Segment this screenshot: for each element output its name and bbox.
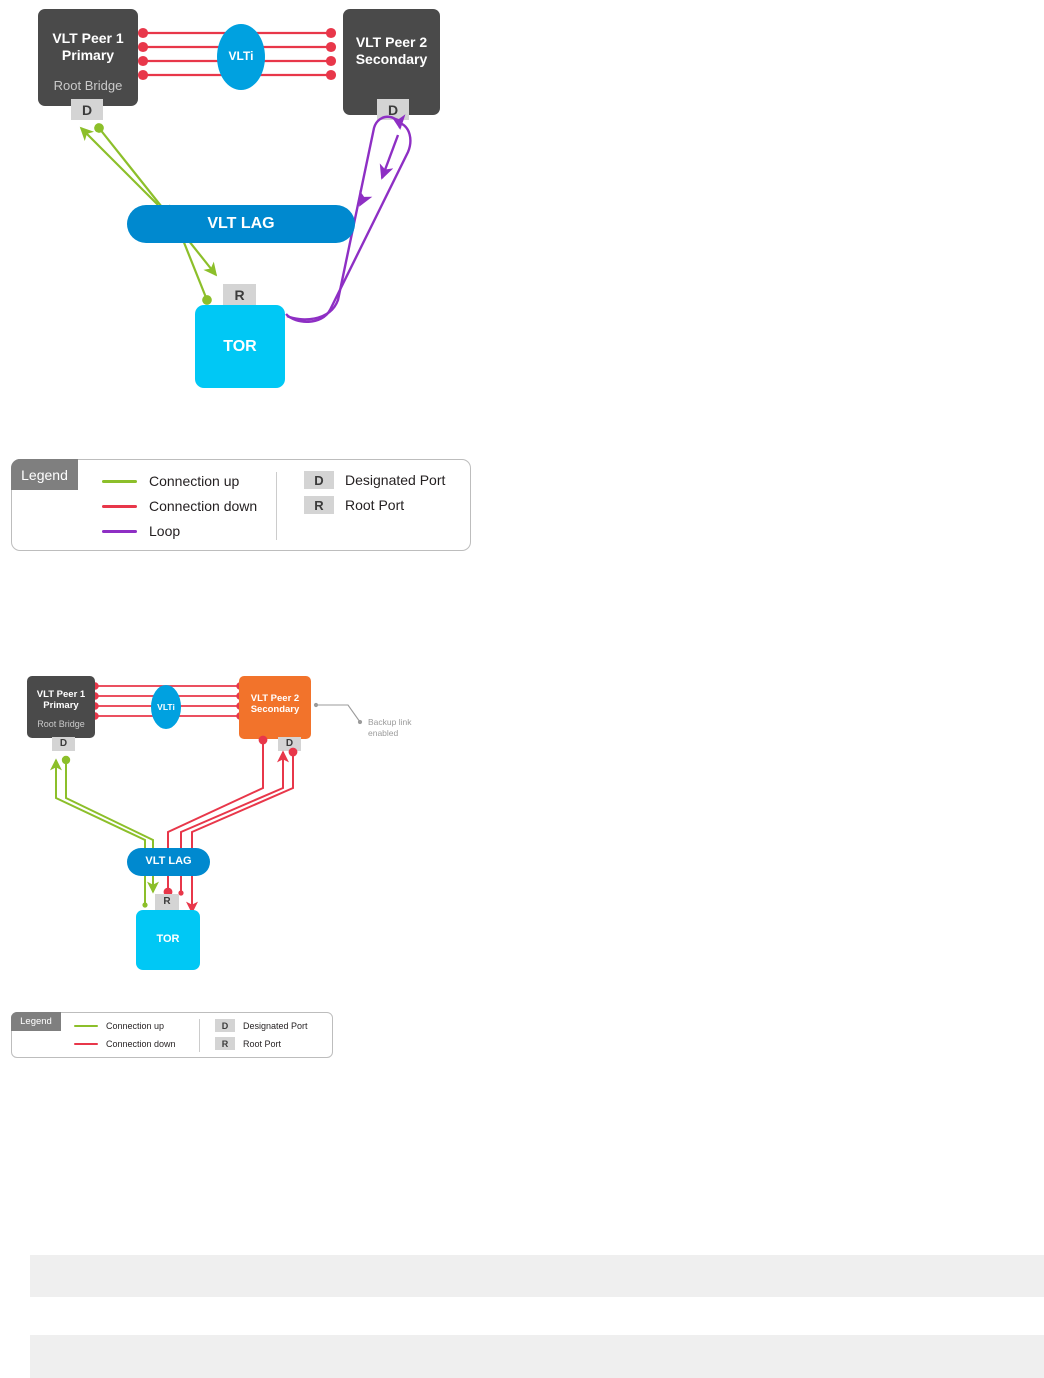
legend2-row-connection-down: Connection down xyxy=(74,1039,176,1049)
port-badge2-tor-r xyxy=(155,894,179,910)
swatch-loop xyxy=(102,529,137,533)
legend1-divider xyxy=(276,472,277,540)
connection-up-group-2 xyxy=(50,755,159,904)
port-badge-tor-r xyxy=(223,284,256,306)
content-bar-2 xyxy=(30,1335,1044,1378)
port-badge2-peer1-d xyxy=(52,737,75,751)
legend2-row-root-port: R Root Port xyxy=(215,1037,281,1050)
port-badge-peer1-d xyxy=(71,99,103,120)
legend2-chip-d: D xyxy=(215,1019,235,1032)
loop-path-down xyxy=(285,121,412,323)
tor-port-r-text-2: R xyxy=(163,896,171,907)
red2-lag-dot-2 xyxy=(178,890,184,896)
legend1-chip-r: R xyxy=(304,496,334,514)
peer1-subtitle-2: Root Bridge xyxy=(37,719,85,729)
node-vlt-peer-2 xyxy=(343,9,440,115)
node2-vlt-peer-1 xyxy=(27,676,95,738)
node-vlt-peer-1 xyxy=(38,9,138,106)
legend1-row-loop: Loop xyxy=(102,523,180,539)
backup-link-callout-text: Backup link enabled xyxy=(368,717,412,738)
tor-port-r-text: R xyxy=(234,287,245,303)
green2-tor-dot xyxy=(142,902,148,908)
content-bar-1 xyxy=(30,1255,1044,1297)
legend2-label-designated-port: Designated Port xyxy=(243,1020,308,1031)
node2-tor xyxy=(136,910,200,970)
connection-down-group-2 xyxy=(163,735,298,914)
loop-path-group xyxy=(285,114,412,323)
legend1-row-root-port: R Root Port xyxy=(304,496,404,514)
legend1-tab: Legend xyxy=(11,459,78,490)
loop-path-up xyxy=(286,114,406,321)
legend1-row-designated-port: D Designated Port xyxy=(304,471,445,489)
swatch2-connection-down xyxy=(74,1043,98,1045)
legend2-label-connection-down: Connection down xyxy=(106,1039,176,1049)
green-lag-to-peer1 xyxy=(79,126,159,206)
callout-line-group xyxy=(313,702,363,725)
legend1-label-connection-up: Connection up xyxy=(149,473,240,489)
node2-vlti xyxy=(151,685,181,729)
green2-tor-to-peer1 xyxy=(50,758,146,904)
green-peer1-to-tor xyxy=(94,123,218,277)
red2-peer2d-to-tor xyxy=(186,747,298,914)
legend1-label-connection-down: Connection down xyxy=(149,498,258,514)
legend2-row-designated-port: D Designated Port xyxy=(215,1019,308,1032)
peer1-port-d-text: D xyxy=(81,102,93,118)
port-badge2-peer2-d xyxy=(278,737,301,751)
legend1-label-root-port: Root Port xyxy=(345,497,405,513)
peer1-subtitle: Root Bridge xyxy=(53,78,123,93)
node2-vlt-lag xyxy=(127,848,210,876)
loop-arrow-down xyxy=(379,134,400,180)
legend1-row-connection-up: Connection up xyxy=(102,473,239,489)
swatch-connection-up xyxy=(102,479,137,483)
peer2-port-d-text-2: D xyxy=(285,738,294,749)
peer1-port-d-text-2: D xyxy=(59,738,68,749)
callout-leader xyxy=(313,702,363,725)
legend-figure2: Legend Connection up Connection down D D… xyxy=(11,1012,333,1058)
figure2-svg xyxy=(27,676,363,970)
swatch2-connection-up xyxy=(74,1025,98,1027)
legend2-title: Legend xyxy=(20,1016,52,1027)
legend-figure1: Legend Connection up Connection down Loo… xyxy=(11,459,471,551)
peer2-port-d-text: D xyxy=(387,102,399,118)
legend2-tab: Legend xyxy=(11,1012,61,1031)
legend1-label-loop: Loop xyxy=(149,523,181,539)
figure-vlt-stp-loop: down through LAG to TOR (dot at D, arrow… xyxy=(0,0,480,410)
legend2-label-root-port: Root Port xyxy=(243,1038,282,1049)
legend2-label-connection-up: Connection up xyxy=(106,1021,165,1031)
legend2-row-connection-up: Connection up xyxy=(74,1021,164,1031)
swatch-connection-down xyxy=(102,504,137,508)
legend1-label-designated-port: Designated Port xyxy=(345,472,446,488)
figure-vlt-stp-backup-link: VLT Peer 1 Primary Root Bridge VLT Peer … xyxy=(0,660,440,990)
node-vlt-lag xyxy=(127,205,355,243)
node2-vlt-peer-2 xyxy=(239,676,311,739)
legend1-title: Legend xyxy=(21,466,68,483)
node-vlti xyxy=(217,24,265,90)
legend1-chip-d: D xyxy=(304,471,334,489)
figure1-svg: down through LAG to TOR (dot at D, arrow… xyxy=(38,9,440,388)
legend1-row-connection-down: Connection down xyxy=(102,498,257,514)
node-tor xyxy=(195,305,285,388)
legend2-divider xyxy=(199,1019,200,1052)
legend2-chip-r: R xyxy=(215,1037,235,1050)
